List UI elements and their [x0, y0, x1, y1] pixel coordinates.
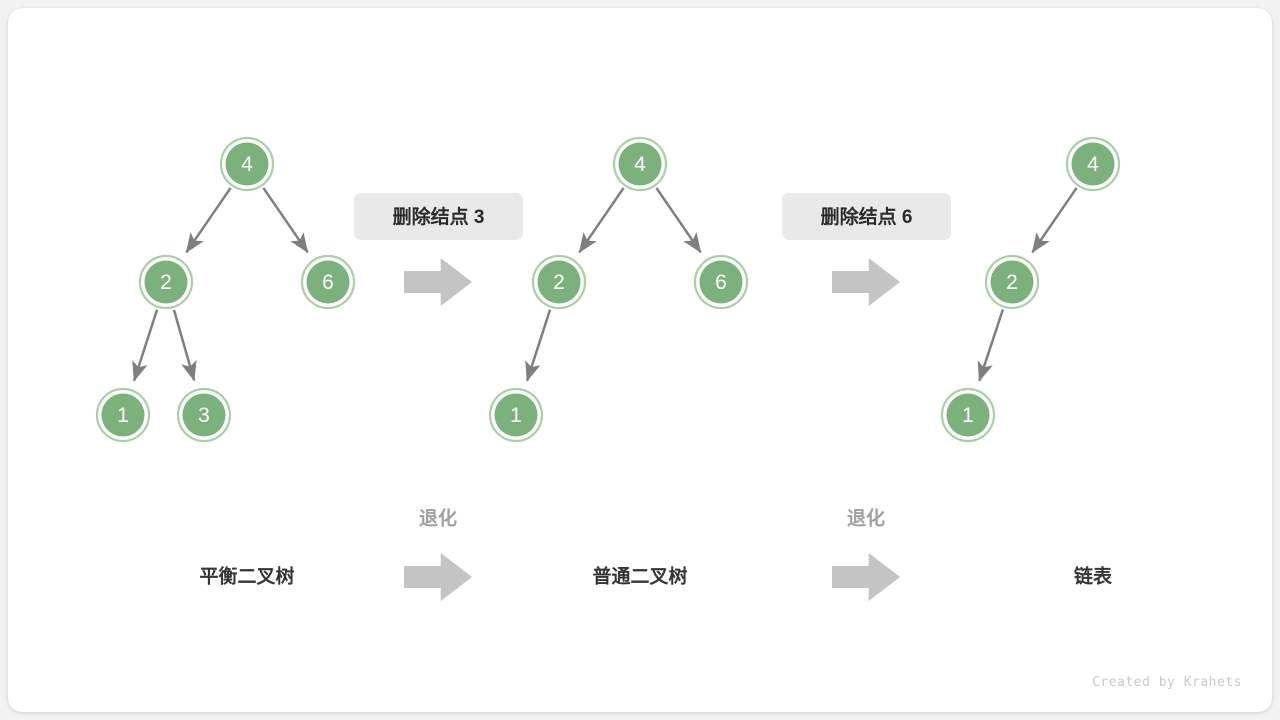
- degradation-arrow-icon: [832, 553, 900, 601]
- tree-edge: [132, 309, 159, 382]
- node-circle: [618, 142, 662, 186]
- operation-arrow-icon: [832, 258, 900, 306]
- tree-edge: [185, 187, 232, 254]
- node-ring: [219, 136, 275, 192]
- node-circle: [225, 142, 269, 186]
- tree-node: 2: [138, 254, 194, 310]
- degradation-arrow-icon: [404, 553, 472, 601]
- degradation-group: 退化 退化: [404, 507, 900, 601]
- tree-node: 6: [693, 254, 749, 310]
- tree-node: 4: [612, 136, 668, 192]
- operation-box: [782, 193, 951, 240]
- tree-node: 4: [1065, 136, 1121, 192]
- operation-label: 删除结点 6: [821, 205, 913, 228]
- node-ring: [612, 136, 668, 192]
- caption-ordinary: 普通二叉树: [592, 565, 687, 588]
- operation-arrow-icon: [404, 258, 472, 306]
- node-ring: [1065, 136, 1121, 192]
- tree-node: 3: [176, 387, 232, 443]
- tree-edge: [525, 309, 552, 382]
- tree-edge: [655, 187, 702, 254]
- node-ring: [95, 387, 151, 443]
- tree-edge: [977, 309, 1005, 382]
- node-circle: [699, 260, 743, 304]
- node-circle: [182, 393, 226, 437]
- node-circle: [1071, 142, 1115, 186]
- caption-linkedlist: 链表: [1074, 565, 1113, 588]
- node-circle: [306, 260, 350, 304]
- node-ring: [693, 254, 749, 310]
- node-circle: [990, 260, 1034, 304]
- node-circle: [494, 393, 538, 437]
- node-ring: [300, 254, 356, 310]
- node-circle: [101, 393, 145, 437]
- tree-edge: [1031, 187, 1078, 254]
- node-circle: [946, 393, 990, 437]
- degradation-label: 退化: [847, 507, 885, 530]
- node-ring: [176, 387, 232, 443]
- tree-node: 2: [531, 254, 587, 310]
- tree-node: 1: [488, 387, 544, 443]
- tree-edge: [578, 187, 625, 254]
- tree-edge: [172, 309, 197, 382]
- captions-group: 平衡二叉树 普通二叉树 链表: [199, 565, 1113, 588]
- tree-node: 6: [300, 254, 356, 310]
- tree-node: 4: [219, 136, 275, 192]
- tree-node: 1: [940, 387, 996, 443]
- caption-balanced: 平衡二叉树: [199, 565, 294, 588]
- tree-edge: [262, 187, 309, 254]
- node-ring: [531, 254, 587, 310]
- operation-labels-group: 删除结点 3 删除结点 6: [354, 193, 951, 306]
- watermark: Created by Krahets: [1092, 675, 1242, 690]
- node-circle: [537, 260, 581, 304]
- node-circle: [144, 260, 188, 304]
- operation-label: 删除结点 3: [393, 205, 485, 228]
- tree-node: 1: [95, 387, 151, 443]
- node-ring: [488, 387, 544, 443]
- degradation-label: 退化: [419, 507, 457, 530]
- operation-box: [354, 193, 523, 240]
- tree-node: 2: [984, 254, 1040, 310]
- node-ring: [940, 387, 996, 443]
- tree-edges-group: [132, 187, 1078, 382]
- node-ring: [138, 254, 194, 310]
- node-ring: [984, 254, 1040, 310]
